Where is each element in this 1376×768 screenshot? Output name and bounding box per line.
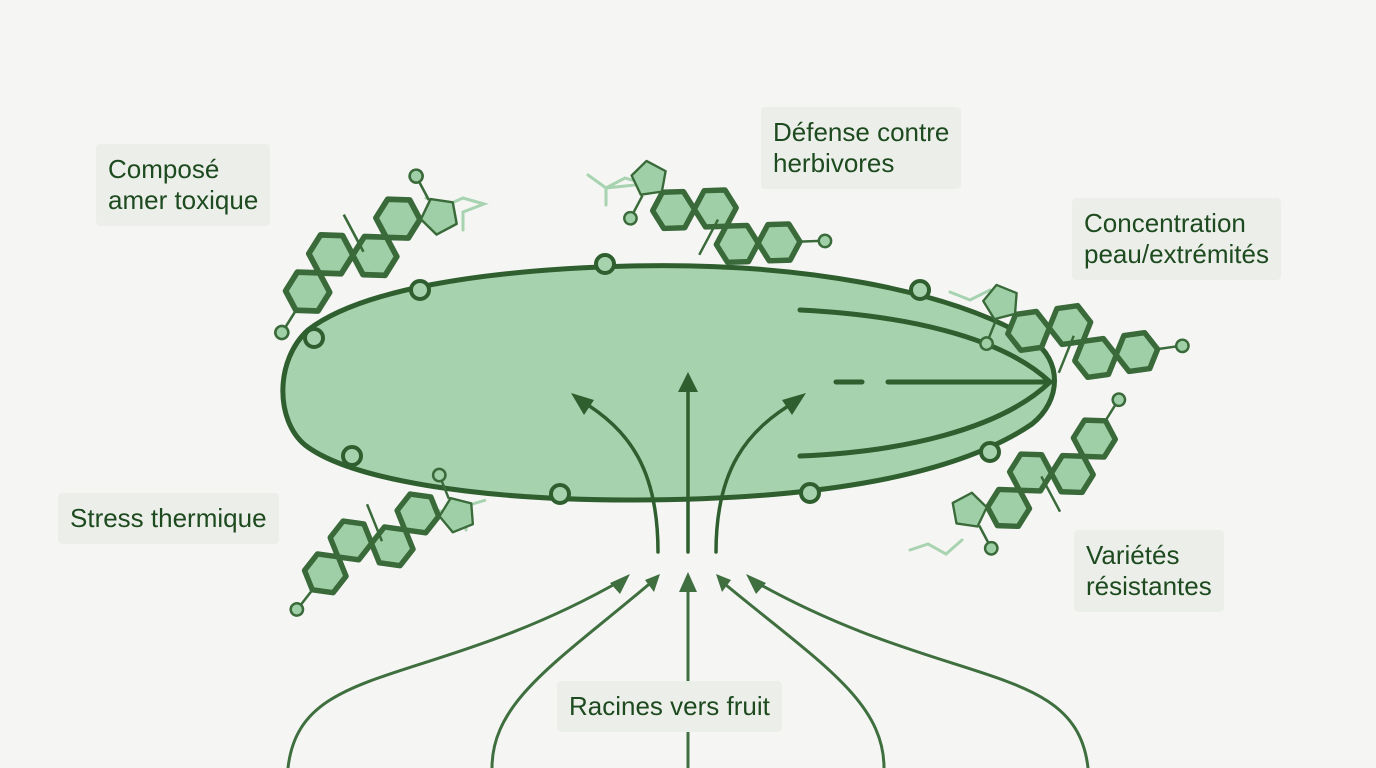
label-herbivore-defense: Défense contre herbivores — [761, 107, 962, 189]
label-line: Concentration — [1084, 208, 1246, 238]
root-arrow-far-right — [750, 578, 1090, 768]
label-line: Défense contre — [773, 117, 950, 147]
arrowhead — [610, 574, 630, 594]
internal-arrowheads — [571, 372, 806, 415]
root-arrow-far-left — [286, 578, 624, 768]
root-arrow-right — [718, 578, 886, 768]
arrowhead — [571, 393, 594, 415]
arrowhead — [678, 372, 698, 392]
fruit-body — [280, 253, 1057, 505]
internal-flow-arrows — [578, 380, 800, 554]
label-resistant-varieties: Variétés résistantes — [1074, 530, 1224, 612]
label-roots-to-fruit: Racines vers fruit — [557, 681, 782, 732]
fruit-inner-line-bottom — [797, 379, 1053, 459]
internal-arrow-left — [578, 398, 660, 554]
arrowhead — [645, 574, 660, 592]
label-skin-concentration: Concentration peau/extrémités — [1072, 198, 1281, 280]
label-line: Variétés — [1086, 540, 1180, 570]
arrowhead — [746, 574, 766, 594]
label-line: peau/extrémités — [1084, 239, 1269, 269]
label-line: amer toxique — [108, 185, 259, 215]
label-line: herbivores — [773, 148, 895, 178]
root-arrowheads — [610, 572, 766, 594]
label-line: Racines vers fruit — [569, 691, 770, 721]
root-flow-arrows — [286, 578, 1090, 768]
root-arrow-left — [490, 578, 656, 768]
fruit-inner-line-top — [797, 307, 1053, 385]
arrowhead — [782, 393, 806, 415]
internal-arrow-right — [714, 398, 800, 554]
label-line: résistantes — [1086, 571, 1212, 601]
arrowhead — [679, 572, 697, 592]
arrowhead — [716, 574, 731, 592]
label-bitter-compound: Composé amer toxique — [96, 144, 271, 226]
label-line: Composé — [108, 154, 220, 184]
label-thermal-stress: Stress thermique — [58, 493, 279, 544]
label-line: Stress thermique — [70, 503, 267, 533]
